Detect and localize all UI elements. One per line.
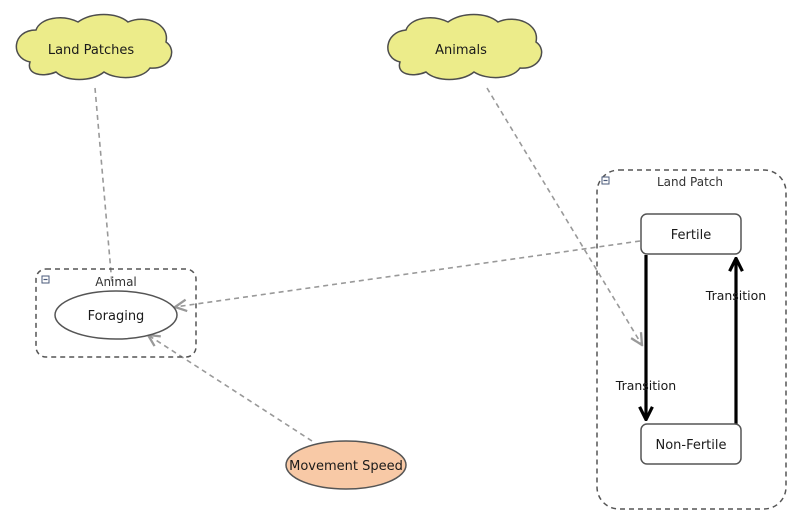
animal-container[interactable]: Animal Foraging	[35, 268, 197, 358]
animal-container-title: Animal	[95, 275, 137, 289]
cloud-shape	[15, 13, 173, 81]
animal-container-frame	[35, 268, 197, 358]
collapse-icon[interactable]	[41, 275, 50, 284]
movement-speed-label: Movement Speed	[289, 459, 403, 474]
transition-fertile-to-non-fertile[interactable]: Transition	[615, 255, 676, 418]
transition-down-label: Transition	[615, 378, 676, 393]
link-movement-speed-to-foraging[interactable]	[148, 335, 313, 442]
transition-up-label: Transition	[705, 288, 766, 303]
link-fertile-to-foraging[interactable]	[175, 240, 641, 307]
land-patches-cloud[interactable]: Land Patches	[15, 13, 173, 81]
fertile-label: Fertile	[671, 228, 711, 243]
non-fertile-label: Non-Fertile	[655, 438, 726, 453]
link-land-patches-to-animal[interactable]	[94, 87, 113, 285]
land-patch-container[interactable]: Land Patch Transition Transition Fertile…	[596, 169, 787, 510]
movement-speed-variable[interactable]: Movement Speed	[285, 440, 407, 490]
land-patch-container-title: Land Patch	[657, 175, 723, 189]
animals-label: Animals	[435, 43, 487, 58]
movement-speed-ellipse	[285, 440, 407, 490]
land-patch-container-frame	[596, 169, 787, 510]
transition-non-fertile-to-fertile[interactable]: Transition	[705, 260, 766, 424]
collapse-icon[interactable]	[601, 176, 610, 185]
link-animals-to-non-fertile-transition[interactable]	[486, 87, 642, 345]
non-fertile-box	[640, 423, 742, 465]
non-fertile-state[interactable]: Non-Fertile	[640, 423, 742, 465]
land-patches-label: Land Patches	[48, 43, 135, 58]
cloud-shape	[387, 13, 543, 81]
animals-cloud[interactable]: Animals	[387, 13, 543, 81]
fertile-state[interactable]: Fertile	[640, 213, 742, 255]
foraging-ellipse	[54, 290, 178, 340]
fertile-box	[640, 213, 742, 255]
foraging-state[interactable]: Foraging	[54, 290, 178, 340]
foraging-label: Foraging	[88, 309, 145, 324]
